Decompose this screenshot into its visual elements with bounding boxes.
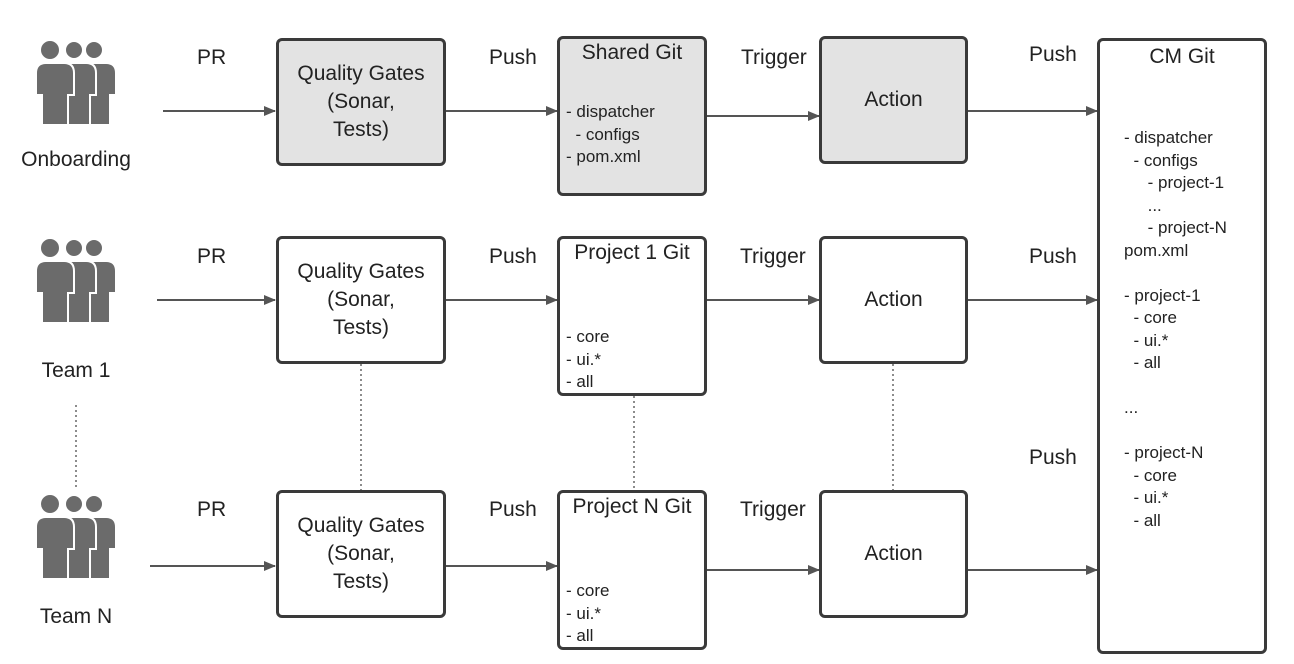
push-label: Push bbox=[489, 498, 537, 521]
action-box: Action bbox=[819, 490, 968, 618]
people-group-icon bbox=[35, 237, 117, 324]
actor-label-teamN: Team N bbox=[39, 605, 113, 628]
pr-label: PR bbox=[197, 498, 227, 521]
action-box: Action bbox=[819, 36, 968, 164]
git-box-title: Project 1 Git bbox=[574, 241, 690, 264]
push-label: Push bbox=[489, 245, 537, 268]
people-group-icon bbox=[35, 493, 117, 580]
git-box-contents: - core - ui.* - all bbox=[566, 327, 610, 391]
action-box: Action bbox=[819, 236, 968, 364]
trigger-label: Trigger bbox=[740, 245, 806, 268]
push-label: Push bbox=[1029, 43, 1077, 66]
cm-git-box: CM Git - dispatcher - configs - project-… bbox=[1097, 38, 1267, 654]
actor-label-onboarding: Onboarding bbox=[21, 148, 131, 171]
pr-label: PR bbox=[197, 46, 227, 69]
project-N-git-box: Project N Git - core - ui.* - all bbox=[557, 490, 707, 650]
git-box-contents: - core - ui.* - all bbox=[566, 581, 610, 645]
quality-gates-box: Quality Gates (Sonar, Tests) bbox=[276, 38, 446, 166]
quality-gates-box: Quality Gates (Sonar, Tests) bbox=[276, 490, 446, 618]
project-1-git-box: Project 1 Git - core - ui.* - all bbox=[557, 236, 707, 396]
git-box-contents: - dispatcher - configs - pom.xml bbox=[566, 102, 655, 166]
cm-git-title: CM Git bbox=[1149, 45, 1215, 68]
trigger-label: Trigger bbox=[741, 46, 807, 69]
push-label: Push bbox=[1029, 446, 1077, 469]
git-box-title: Shared Git bbox=[581, 41, 683, 64]
shared-git-box: Shared Git - dispatcher - configs - pom.… bbox=[557, 36, 707, 196]
people-group-icon bbox=[35, 39, 117, 126]
push-label: Push bbox=[1029, 245, 1077, 268]
quality-gates-box: Quality Gates (Sonar, Tests) bbox=[276, 236, 446, 364]
push-label: Push bbox=[489, 46, 537, 69]
trigger-label: Trigger bbox=[740, 498, 806, 521]
pr-label: PR bbox=[197, 245, 227, 268]
git-box-title: Project N Git bbox=[572, 495, 692, 518]
cm-git-contents: - dispatcher - configs - project-1 ... -… bbox=[1124, 128, 1227, 530]
actor-label-team1: Team 1 bbox=[41, 359, 111, 382]
